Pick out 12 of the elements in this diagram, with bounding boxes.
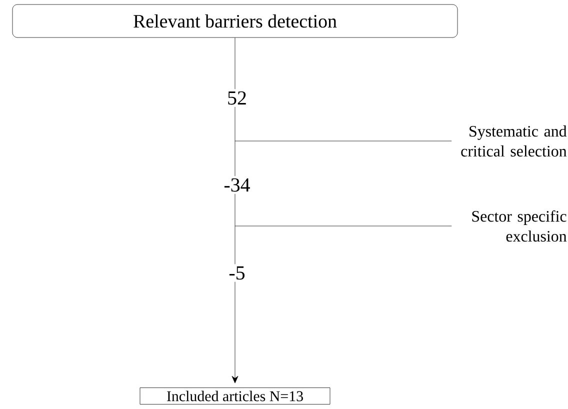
step-label: Sector specific exclusion (472, 210, 567, 242)
connector-line (234, 38, 236, 90)
step-label: Systematic and critical selection (461, 125, 567, 157)
count-label: 52 (228, 91, 246, 105)
count-label: -34 (224, 178, 250, 192)
connector-line (234, 194, 236, 264)
process-box: Relevant barriers detection (12, 4, 458, 38)
arrow (232, 282, 238, 384)
connector-line (234, 106, 236, 176)
connector-line (234, 140, 452, 142)
result-box: Included articles N=13 (140, 388, 330, 404)
count-label: -5 (229, 266, 245, 280)
